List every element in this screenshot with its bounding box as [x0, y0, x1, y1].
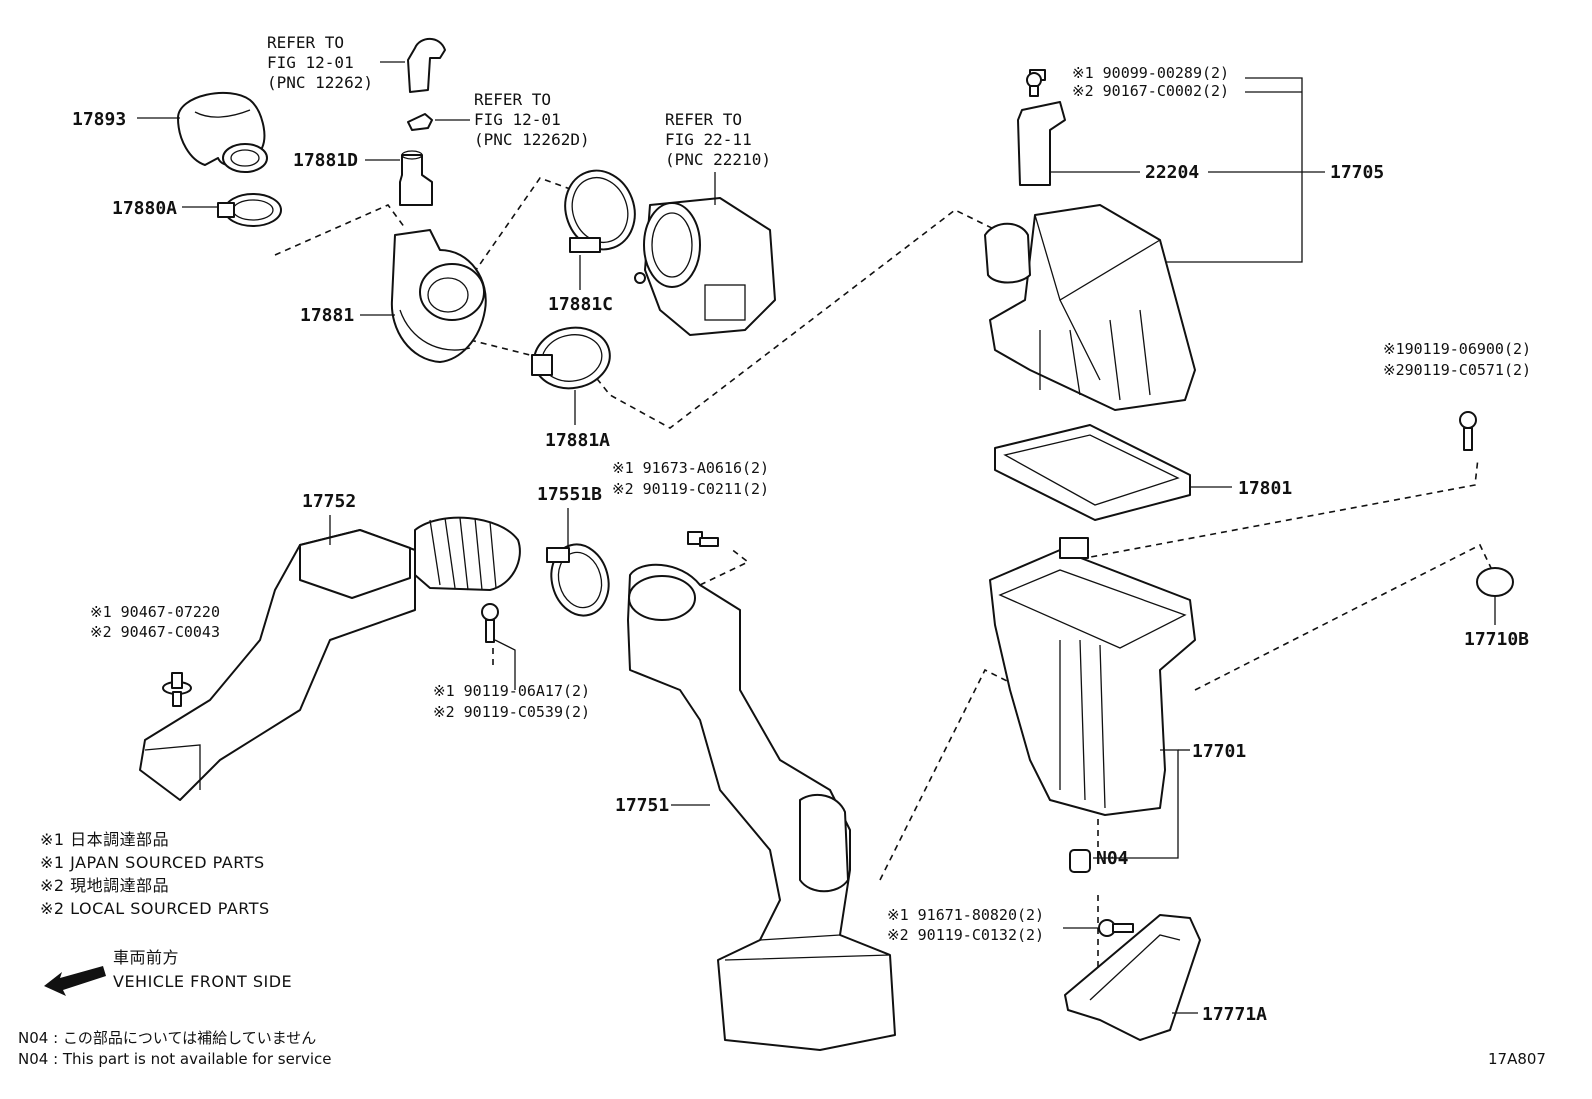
part-17881C-clamp — [564, 169, 636, 253]
ref-fig-12-01-a-line2: FIG 12-01 — [267, 53, 354, 72]
part-17752-duct — [139, 516, 521, 801]
label-17551B: 17551B — [537, 484, 602, 505]
label-17801: 17801 — [1238, 478, 1292, 499]
label-17881A: 17881A — [545, 430, 610, 451]
ref-fig-12-01-b-line3: (PNC 12262D) — [474, 130, 590, 149]
bolt-17752-top — [481, 603, 499, 643]
clip-90467 — [162, 672, 192, 707]
part-17881-intake-elbow — [390, 229, 487, 363]
part-N04 — [1069, 849, 1091, 873]
legend-japan-jp: ※1 日本調達部品 — [40, 830, 169, 849]
part-17881A-clamp — [531, 326, 611, 390]
label-17705: 17705 — [1330, 162, 1384, 183]
label-17881: 17881 — [300, 305, 354, 326]
ref-fig-12-01-a-line1: REFER TO — [267, 33, 344, 52]
fastener-left-japan: ※1 90467-07220 — [90, 603, 220, 621]
fastener-17705-japan: ※1 90099-00289(2) — [1072, 64, 1229, 82]
ref-fig-22-11-line3: (PNC 22210) — [665, 150, 771, 169]
fastener-mid-local: ※2 90119-C0211(2) — [612, 480, 769, 498]
part-17880A-clamp — [217, 193, 282, 227]
bolt-right-side — [1459, 411, 1477, 451]
fastener-right-japan: ※190119-06900(2) — [1383, 340, 1531, 358]
bolt-17771A — [1098, 919, 1134, 937]
fastener-17705-local: ※2 90167-C0002(2) — [1072, 82, 1229, 100]
part-17705-air-cleaner-cap — [984, 204, 1196, 411]
ref-fig-12-01-a-line3: (PNC 12262) — [267, 73, 373, 92]
bolt-17751-top — [687, 531, 719, 547]
hose-12262 — [407, 37, 446, 93]
throttle-body-22210 — [634, 197, 776, 336]
fastener-left-local: ※2 90467-C0043 — [90, 623, 220, 641]
fastener-mid-japan: ※1 91673-A0616(2) — [612, 459, 769, 477]
fastener-bracket-japan: ※1 91671-80820(2) — [887, 906, 1044, 924]
fastener-duct-japan: ※1 90119-06A17(2) — [433, 682, 590, 700]
footnote-n04-jp: N04 : この部品については補給していません — [18, 1029, 316, 1047]
part-17701-lower-case — [989, 537, 1196, 816]
label-17881D: 17881D — [293, 150, 358, 171]
vehicle-front-en: VEHICLE FRONT SIDE — [113, 972, 292, 991]
label-17880A: 17880A — [112, 198, 177, 219]
part-22204-sensor — [1017, 69, 1066, 186]
part-17551B-clamp — [546, 543, 610, 617]
fastener-bracket-local: ※2 90119-C0132(2) — [887, 926, 1044, 944]
part-17801-filter — [994, 424, 1191, 521]
label-17701: 17701 — [1192, 741, 1246, 762]
label-17771A: 17771A — [1202, 1004, 1267, 1025]
part-17751-inlet-duct — [627, 563, 896, 1051]
fastener-duct-local: ※2 90119-C0539(2) — [433, 703, 590, 721]
label-17881C: 17881C — [548, 294, 613, 315]
fastener-right-local: ※290119-C0571(2) — [1383, 361, 1531, 379]
legend-local-jp: ※2 現地調達部品 — [40, 876, 169, 895]
vehicle-front-arrow-icon — [44, 966, 106, 996]
legend: ※1 日本調達部品 ※1 JAPAN SOURCED PARTS ※2 現地調達… — [40, 830, 270, 918]
vehicle-front-jp: 車両前方 — [113, 948, 179, 967]
leader-lines — [137, 61, 1496, 1014]
ref-fig-22-11-line1: REFER TO — [665, 110, 742, 129]
legend-local-en: ※2 LOCAL SOURCED PARTS — [40, 899, 270, 918]
label-17751: 17751 — [615, 795, 669, 816]
label-17893: 17893 — [72, 109, 126, 130]
figure-id: 17A807 — [1488, 1050, 1546, 1068]
label-17710B: 17710B — [1464, 629, 1529, 650]
label-17752: 17752 — [302, 491, 356, 512]
ref-fig-22-11-line2: FIG 22-11 — [665, 130, 752, 149]
ref-fig-12-01-b-line1: REFER TO — [474, 90, 551, 109]
part-17881D-pipe — [399, 150, 433, 206]
label-22204: 22204 — [1145, 162, 1199, 183]
part-17893-hose — [177, 91, 268, 173]
connector-12262d — [407, 113, 433, 131]
ref-fig-12-01-b-line2: FIG 12-01 — [474, 110, 561, 129]
part-17771A-bracket — [1064, 914, 1201, 1041]
footnote-n04-en: N04 : This part is not available for ser… — [18, 1050, 332, 1068]
legend-japan-en: ※1 JAPAN SOURCED PARTS — [40, 853, 265, 872]
label-N04: N04 — [1096, 848, 1129, 869]
part-17710B-grommet — [1476, 567, 1514, 597]
bolt-17705-top — [1026, 72, 1042, 97]
